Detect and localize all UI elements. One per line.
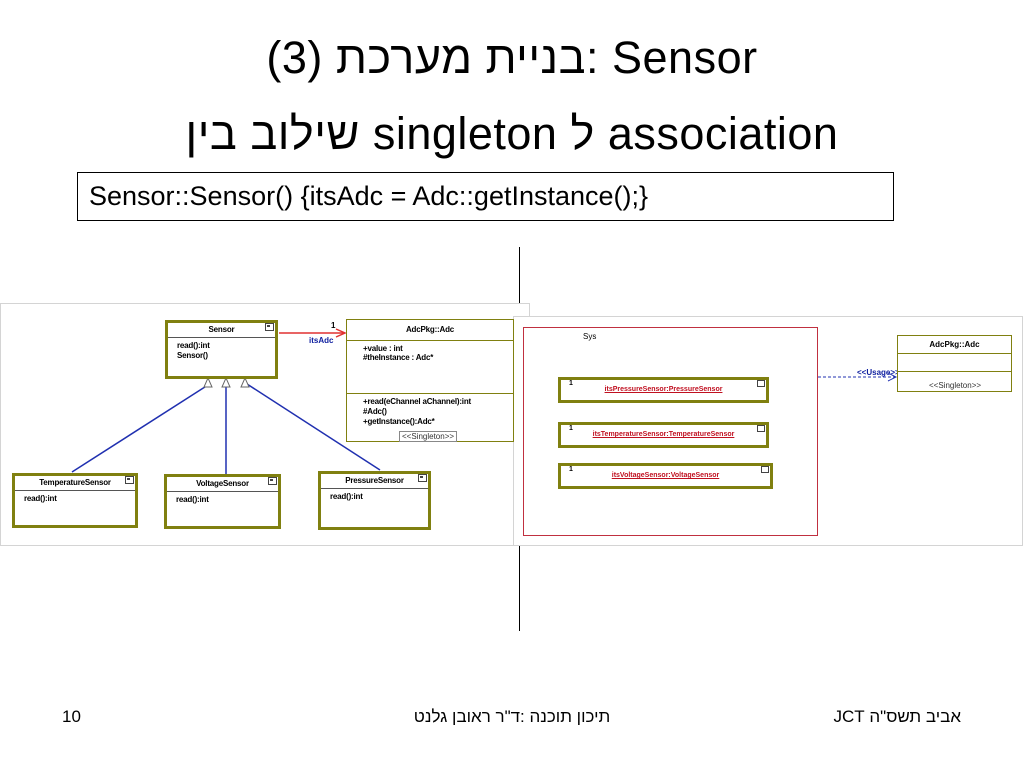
page-number: 10 [62,707,81,726]
code-box: Sensor::Sensor() {itsAdc = Adc::getInsta… [77,172,894,221]
instance-icon [757,425,765,432]
singleton-stereotype: <<Singleton>> [399,431,458,442]
association-arrow [335,328,347,338]
instance-multiplicity: 1 [569,380,573,387]
instance-icon [761,466,769,473]
usage-arrow [887,372,898,382]
instance-label: itsPressureSensor:PressureSensor [604,386,723,393]
footer-author: תיכון תוכנה :ד"ר ראובן גלנט [413,707,611,726]
voltage-sensor-class[interactable]: VoltageSensor read():int [164,474,281,529]
association-multiplicity: 1 [331,321,336,330]
usage-label: <<Usage>> [857,368,900,377]
inheritance-triangle-1 [203,376,213,388]
inheritance-triangle-3 [240,376,250,388]
class-attributes-compartment [898,354,1011,372]
class-operation: read():int [177,341,210,350]
slide-title-line-1: בניית מערכת (3): Sensor [266,32,758,83]
class-operation: +getInstance():Adc* [363,417,435,426]
slide-title-line-2: שילוב בין singleton ל association [185,108,839,159]
class-icon [125,476,134,484]
class-operation: read():int [24,494,57,503]
instance-label: itsVoltageSensor:VoltageSensor [611,472,720,479]
class-operation: Sensor() [177,351,208,360]
instance-voltage-sensor[interactable]: 1 itsVoltageSensor:VoltageSensor [558,463,773,489]
class-icon [418,474,427,482]
instance-temperature-sensor[interactable]: 1 itsTemperatureSensor:TemperatureSensor [558,422,769,448]
instance-multiplicity: 1 [569,466,573,473]
class-name: PressureSensor [321,474,428,489]
class-operation: read():int [330,492,363,501]
class-icon [265,323,274,331]
instance-multiplicity: 1 [569,425,573,432]
class-operation: #Adc() [363,407,387,416]
inheritance-triangle-2 [221,376,231,388]
temperature-sensor-class[interactable]: TemperatureSensor read():int [12,473,138,528]
pressure-sensor-class[interactable]: PressureSensor read():int [318,471,431,530]
class-icon [268,477,277,485]
class-name: Sensor [168,323,275,338]
singleton-stereotype: <<Singleton>> [927,381,984,390]
class-name: TemperatureSensor [15,476,135,491]
footer-org: אביב תשס"ה JCT [833,707,961,726]
adc-class[interactable]: AdcPkg::Adc +value : int #theInstance : … [346,319,514,442]
class-attribute: +value : int [363,344,403,353]
sensor-class[interactable]: Sensor read():int Sensor() [165,320,278,379]
class-name: VoltageSensor [167,477,278,492]
class-operation: +read(eChannel aChannel):int [363,397,471,406]
class-attribute: #theInstance : Adc* [363,353,434,362]
instance-pressure-sensor[interactable]: 1 itsPressureSensor:PressureSensor [558,377,769,403]
class-name: AdcPkg::Adc [347,320,513,341]
class-name: AdcPkg::Adc [898,336,1011,354]
sys-name: Sys [583,332,597,341]
instance-icon [757,380,765,387]
class-operation: read():int [176,495,209,504]
association-role: itsAdc [309,336,334,345]
inheritance-line-pressure [246,383,381,471]
instance-label: itsTemperatureSensor:TemperatureSensor [592,431,735,438]
sys-composite[interactable]: Sys [523,327,818,536]
inheritance-line-temperature [71,384,209,473]
